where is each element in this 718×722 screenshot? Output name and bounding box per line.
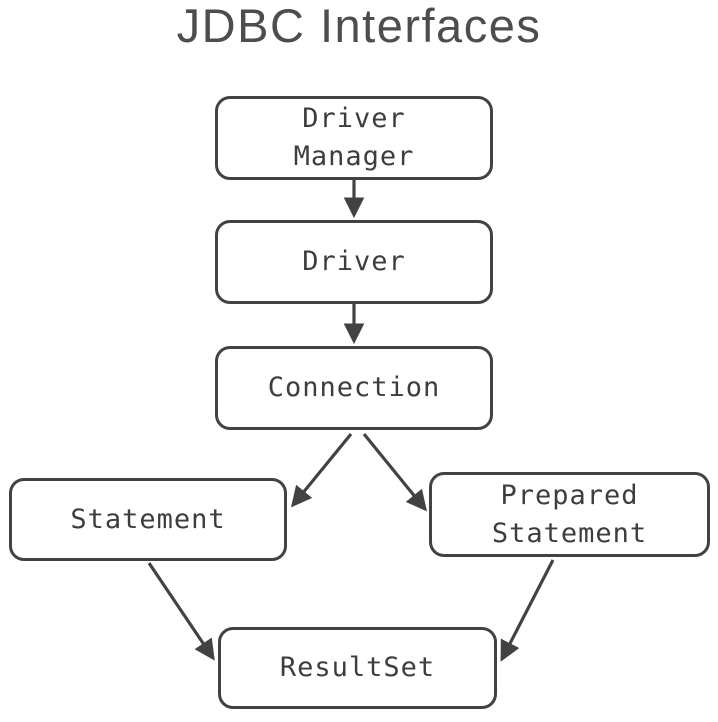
node-driver-manager: Driver Manager [215, 96, 493, 180]
node-statement: Statement [9, 478, 287, 561]
edge-connection-statement [291, 432, 353, 508]
edge-preparedstatement-resultset [500, 559, 555, 662]
node-connection: Connection [215, 346, 493, 430]
node-driver: Driver [215, 220, 493, 304]
node-prepared-statement: Prepared Statement [429, 472, 710, 557]
edge-statement-resultset [147, 562, 215, 661]
diagram-title: JDBC Interfaces [176, 0, 542, 52]
edge-connection-preparedstatement [362, 432, 427, 512]
node-resultset: ResultSet [218, 627, 497, 709]
